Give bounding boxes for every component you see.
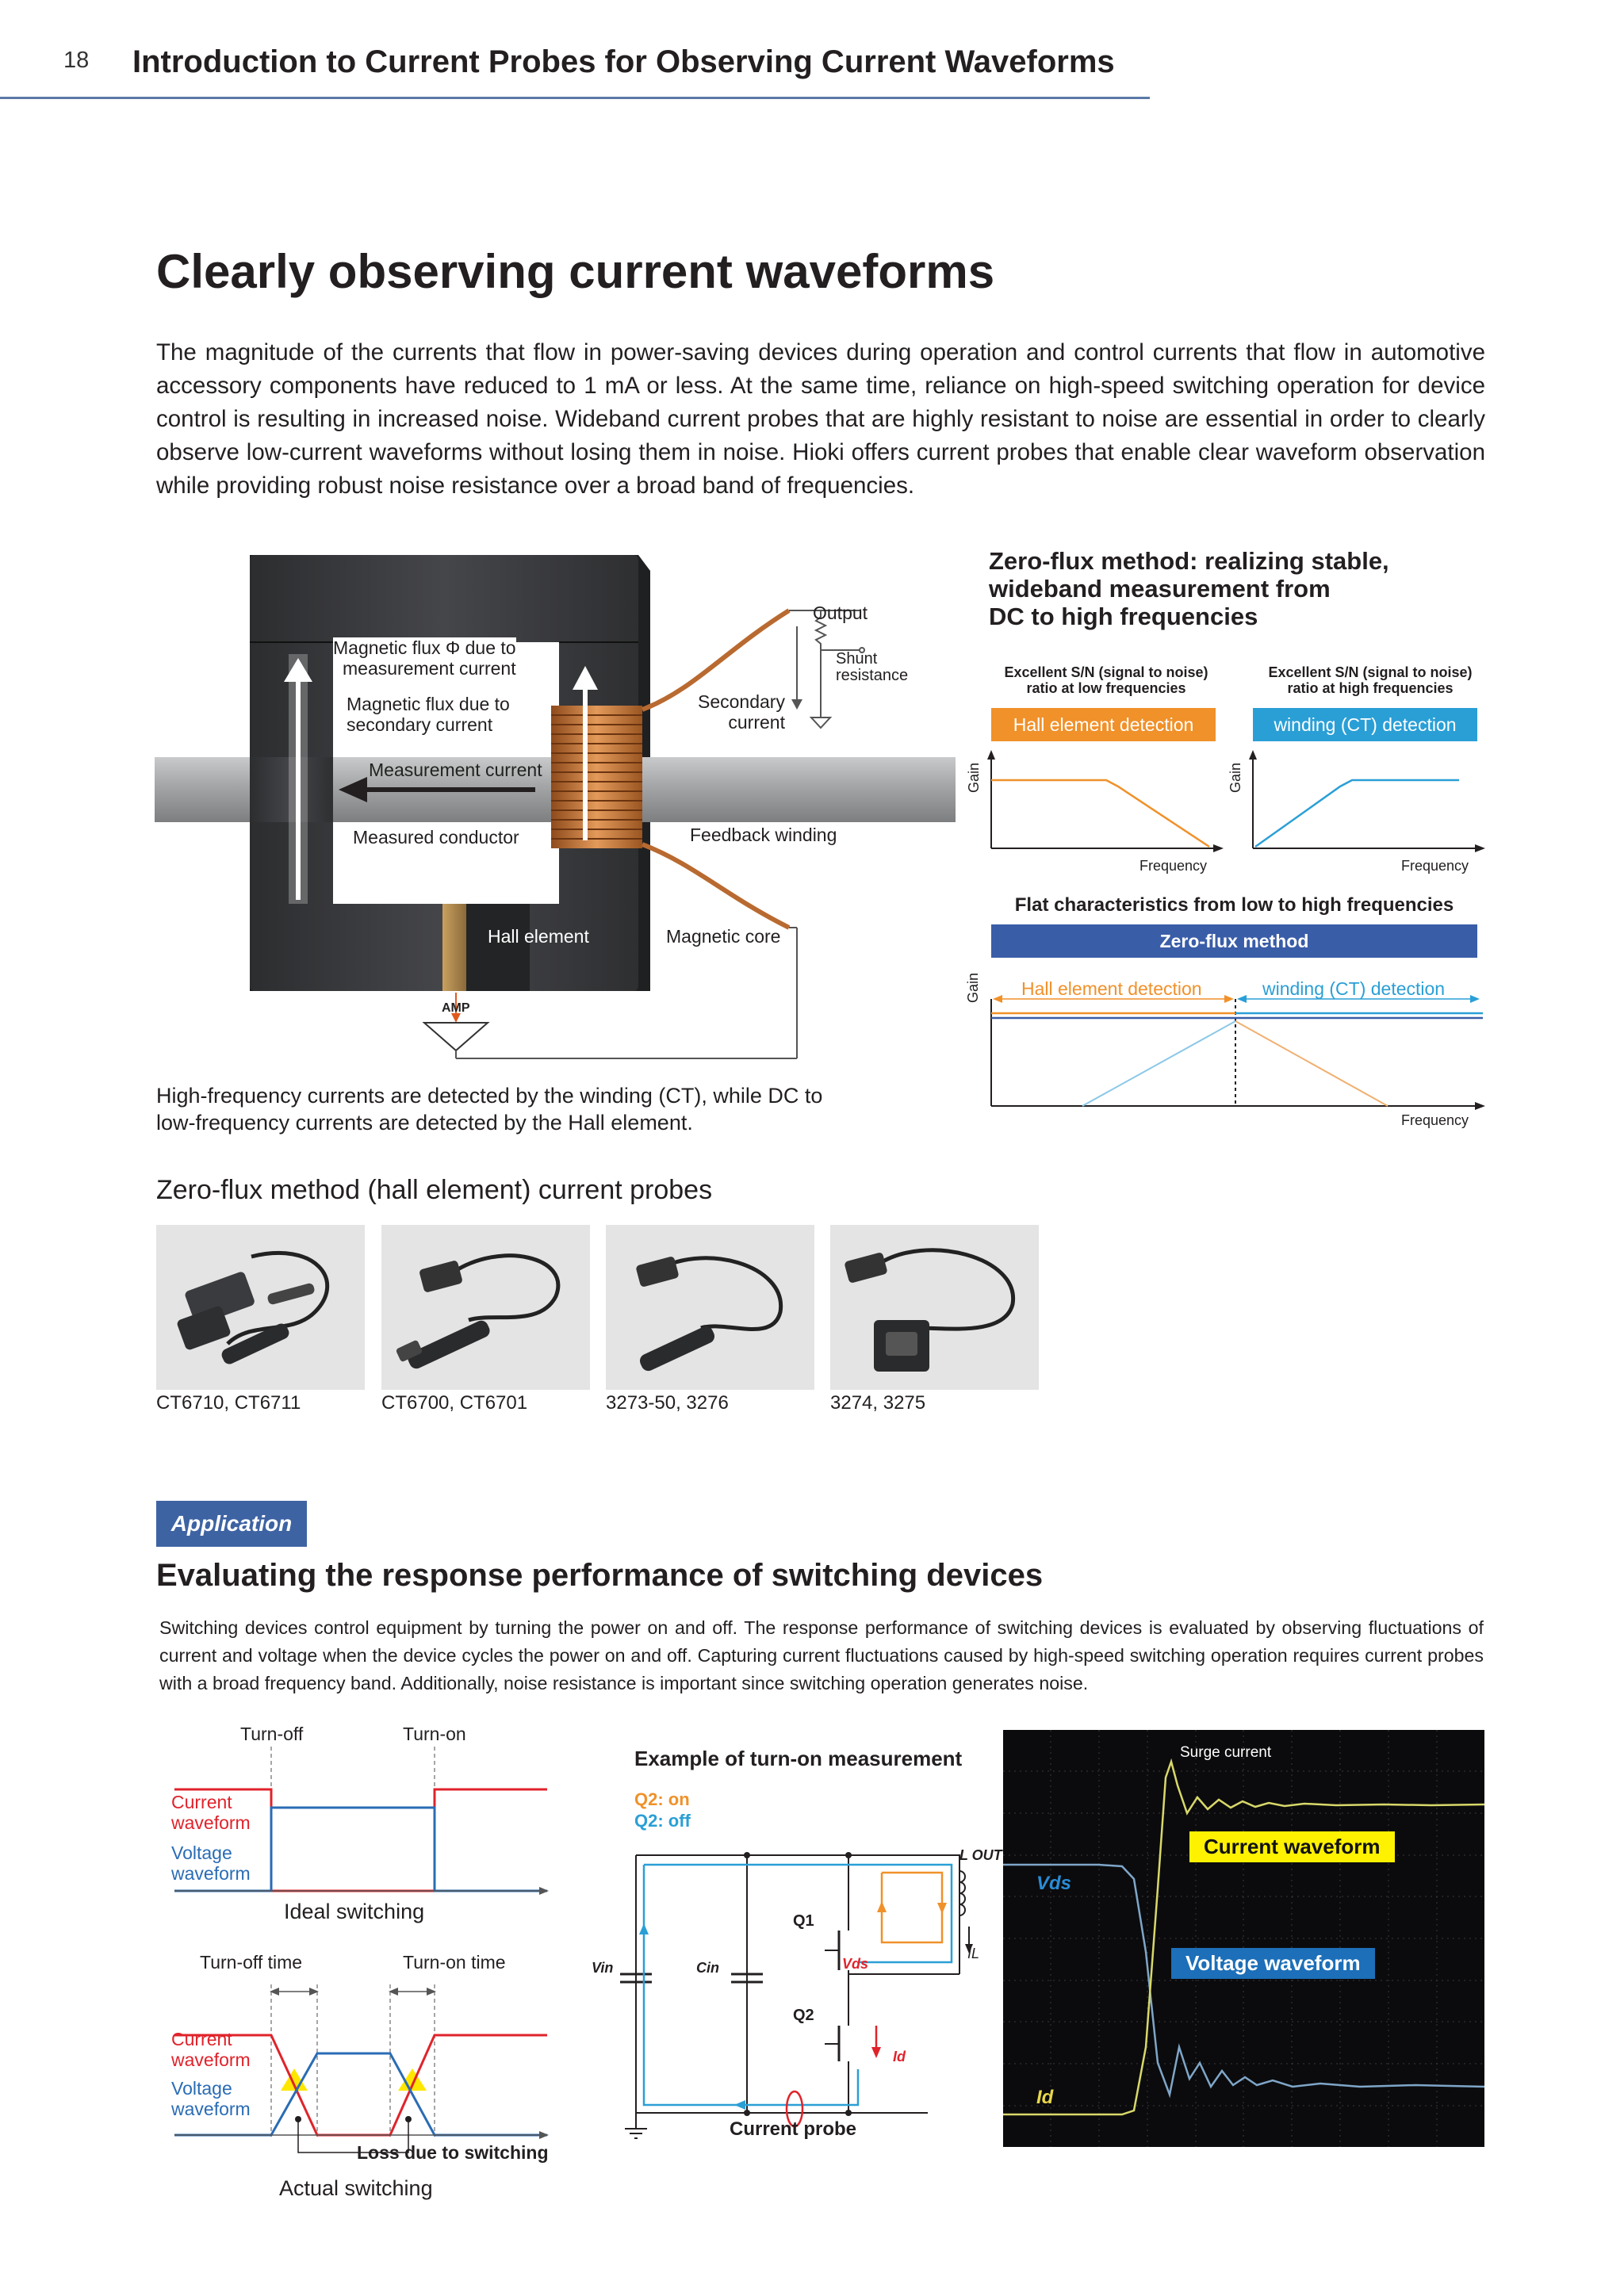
measured-conductor-label: Measured conductor (353, 827, 519, 848)
zero-flux-title: Zero-flux method: realizing stable, wide… (989, 547, 1389, 630)
shunt-resistor-icon (814, 610, 828, 650)
high-freq-caption: Excellent S/N (signal to noise) ratio at… (1268, 664, 1473, 696)
hall-gain-curve (991, 779, 1210, 848)
secondary-current-label: Secondary current (698, 691, 785, 733)
gain-graph-flat (990, 995, 1485, 1110)
hall-element (442, 904, 466, 991)
scope-vds-label: Vds (1036, 1873, 1072, 1894)
probe-caption: 3273-50, 3276 (606, 1392, 729, 1414)
il-label: IL (967, 1946, 980, 1961)
application-body: Switching devices control equipment by t… (159, 1617, 1484, 1693)
core-diagram-caption: High-frequency currents are detected by … (156, 1084, 823, 1135)
q2-label: Q2 (793, 2007, 814, 2024)
probe-caption: CT6700, CT6701 (381, 1392, 528, 1414)
measurement-current-arrow-icon (339, 777, 367, 802)
flux-secondary-label: Magnetic flux due to secondary current (347, 694, 510, 735)
hall-element-label: Hall element (488, 926, 589, 947)
turn-on-circuit (620, 1852, 973, 2139)
flux-measurement-label: Magnetic flux Φ due to measurement curre… (333, 637, 516, 679)
scope-id-label: Id (1036, 2087, 1054, 2108)
frequency-label-right: Frequency (1401, 858, 1469, 874)
loss-label: Loss due to switching (357, 2142, 549, 2163)
inductor-icon (959, 1870, 966, 1916)
turn-off-time-label: Turn-off time (200, 1952, 303, 1973)
turn-off-loss-area (281, 2068, 308, 2091)
header-title: Introduction to Current Probes for Obser… (132, 44, 1115, 79)
winding-detection-badge: winding (CT) detection (1253, 708, 1477, 741)
turn-on-loss-area (398, 2068, 427, 2091)
winding-rolloff-line (1082, 1020, 1236, 1107)
turn-off-label: Turn-off (240, 1724, 304, 1744)
hall-rolloff-line (1235, 1020, 1388, 1107)
turn-on-label: Turn-on (403, 1724, 466, 1744)
probe-image-ct6710 (156, 1225, 365, 1390)
ground-icon (809, 717, 833, 729)
hall-detection-badge: Hall element detection (991, 708, 1216, 741)
probe-caption: 3274, 3275 (830, 1392, 926, 1414)
voltage-waveform-badge: Voltage waveform (1171, 1948, 1375, 1979)
feedback-winding-label: Feedback winding (690, 825, 837, 845)
actual-current-label: Current waveform (171, 2029, 251, 2070)
ideal-switching-label: Ideal switching (284, 1900, 425, 1923)
zero-flux-core-diagram (155, 555, 956, 1059)
scope-voltage-trace (1003, 1863, 1484, 2099)
cin-label: Cin (696, 1960, 719, 1976)
flux-up-arrow-icon (284, 658, 312, 682)
probe-image-3273-50 (606, 1225, 814, 1390)
circuit-title: Example of turn-on measurement (634, 1747, 963, 1770)
probe-image-3274 (830, 1225, 1039, 1390)
low-freq-caption: Excellent S/N (signal to noise) ratio at… (1004, 664, 1208, 696)
amp-label: AMP (442, 1001, 470, 1015)
winding-gain-curve (1254, 779, 1459, 848)
ideal-voltage-label: Voltage waveform (171, 1843, 251, 1884)
q2-off-label: Q2: off (634, 1811, 691, 1831)
id-label: Id (893, 2049, 906, 2064)
actual-switching-label: Actual switching (279, 2176, 433, 2200)
vds-label: Vds (842, 1956, 869, 1972)
current-probe-icon (785, 2090, 804, 2128)
winding-turns (551, 714, 642, 840)
q2-on-label: Q2: on (634, 1789, 690, 1809)
oscilloscope-screen: Surge current Current waveform Voltage w… (1003, 1730, 1484, 2147)
intro-paragraph: The magnitude of the currents that flow … (156, 339, 1485, 499)
application-badge: Application (156, 1501, 307, 1547)
q2-off-current-path (644, 1863, 953, 1964)
vin-label: Vin (592, 1960, 614, 1976)
frequency-label-left: Frequency (1139, 858, 1208, 874)
gain-label-flat: Gain (965, 972, 981, 1003)
actual-voltage-label: Voltage waveform (171, 2078, 251, 2119)
header-rule (0, 97, 1150, 99)
shunt-resistance-label: Shunt resistance (836, 650, 909, 684)
current-waveform-badge: Current waveform (1189, 1831, 1395, 1862)
amplifier-icon (422, 1022, 490, 1052)
q1-label: Q1 (793, 1912, 814, 1930)
q2-on-current-path (880, 1871, 944, 1944)
hall-detection-label: Hall element detection (1021, 978, 1202, 999)
ideal-current-label: Current waveform (171, 1792, 251, 1833)
output-label: Output (813, 603, 868, 623)
probe-caption: CT6710, CT6711 (156, 1392, 301, 1414)
page-title: Clearly observing current waveforms (156, 245, 995, 298)
probes-heading: Zero-flux method (hall element) current … (156, 1175, 713, 1205)
gain-label-left: Gain (966, 762, 982, 793)
gain-label-right: Gain (1228, 762, 1243, 793)
l-out-label: L OUT (959, 1847, 1002, 1863)
winding-detection-label: winding (CT) detection (1262, 978, 1446, 999)
page-number: 18 (63, 48, 90, 73)
measurement-current-label: Measurement current (369, 760, 542, 780)
application-title: Evaluating the response performance of s… (156, 1558, 1044, 1593)
current-probe-label: Current probe (730, 2118, 857, 2140)
gain-graphs-top (987, 750, 1485, 852)
flat-characteristics-title: Flat characteristics from low to high fr… (1014, 894, 1454, 916)
feedback-winding (551, 706, 642, 848)
surge-current-label: Surge current (1180, 1744, 1272, 1761)
scope-current-trace (1003, 1758, 1484, 2116)
secondary-flux-arrow-icon (573, 666, 598, 690)
magnetic-core-label: Magnetic core (666, 926, 781, 947)
switching-waveform-diagram (174, 1747, 549, 2153)
probe-image-ct6700 (381, 1225, 590, 1390)
zero-flux-method-bar: Zero-flux method (991, 924, 1477, 958)
frequency-label-flat: Frequency (1401, 1112, 1469, 1128)
turn-on-time-label: Turn-on time (403, 1952, 506, 1973)
